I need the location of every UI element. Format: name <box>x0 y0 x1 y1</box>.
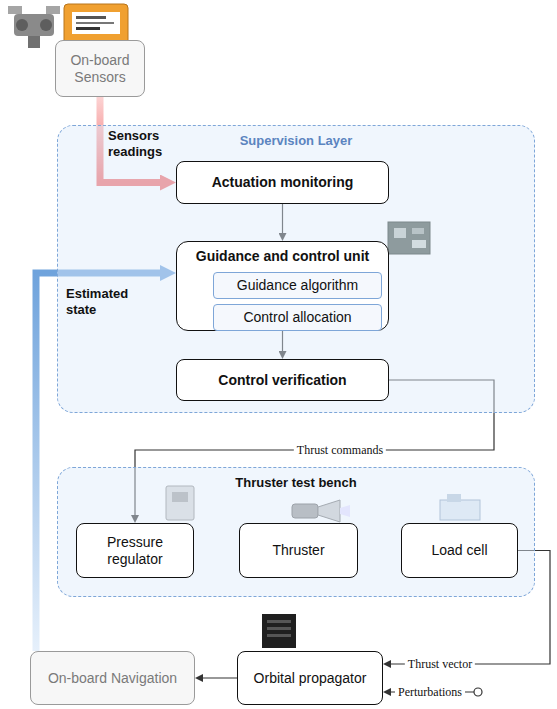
process-box: Actuation monitoring <box>176 161 389 204</box>
imu-print <box>76 16 106 19</box>
server-slot <box>267 634 291 637</box>
sensor-joint <box>16 19 28 31</box>
node-label: Guidance algorithm <box>237 277 358 294</box>
imu-barcode <box>76 27 100 30</box>
node-label: Pressure regulator <box>83 534 187 568</box>
node-label: On-board Navigation <box>48 670 177 687</box>
server-slot <box>267 627 291 630</box>
connector <box>203 677 237 678</box>
signal-label: Perturbations <box>395 685 465 700</box>
sensor-base <box>28 36 40 48</box>
group-heading: Guidance and control unit <box>177 248 388 264</box>
server-slot <box>267 620 291 623</box>
edge-label: Thrust vector <box>405 657 475 672</box>
propagator-box: Orbital propagator <box>237 651 383 705</box>
imu-print <box>76 22 114 24</box>
edge-label: Thrust commands <box>294 443 386 458</box>
hardware-box: Thruster <box>239 523 358 578</box>
control-unit-box: Guidance algorithmControl allocation Guid… <box>176 241 389 331</box>
sensor-box: On-board Sensors <box>55 40 145 97</box>
sensor-icon <box>8 6 60 48</box>
server-icon <box>262 614 296 648</box>
node-label: Control allocation <box>243 309 351 326</box>
node-label: Actuation monitoring <box>212 174 354 191</box>
hardware-box: Pressure regulator <box>76 523 194 578</box>
imu-sticker <box>72 12 120 34</box>
function-box: Control allocation <box>213 304 382 331</box>
input-terminal <box>474 688 482 696</box>
navigation-box: On-board Navigation <box>30 651 195 705</box>
process-box: Control verification <box>176 359 389 401</box>
edge-label: Estimated state <box>66 286 150 319</box>
edge-label: Sensors readings <box>108 128 170 161</box>
server-body <box>262 614 296 648</box>
node-label: Thruster <box>272 542 324 559</box>
imu-icon <box>64 4 128 44</box>
imu-body <box>64 4 128 44</box>
hardware-box: Load cell <box>401 523 518 578</box>
sensor-body <box>14 14 54 36</box>
sensor-arm <box>8 6 22 14</box>
function-box: Guidance algorithm <box>213 272 382 299</box>
node-label: On-board Sensors <box>62 52 138 86</box>
sensor-arm <box>46 6 60 14</box>
test-bench-band: Pressure regulator Thruster Load cell Thrus… <box>57 467 535 597</box>
node-label: Orbital propagator <box>254 670 367 687</box>
node-label: Control verification <box>218 372 346 389</box>
group-heading: Thruster test bench <box>58 475 534 490</box>
supervision-band: Actuation monitoringGuidance algorithmCo… <box>57 125 535 413</box>
sensor-joint <box>40 19 52 31</box>
node-label: Load cell <box>431 542 487 559</box>
